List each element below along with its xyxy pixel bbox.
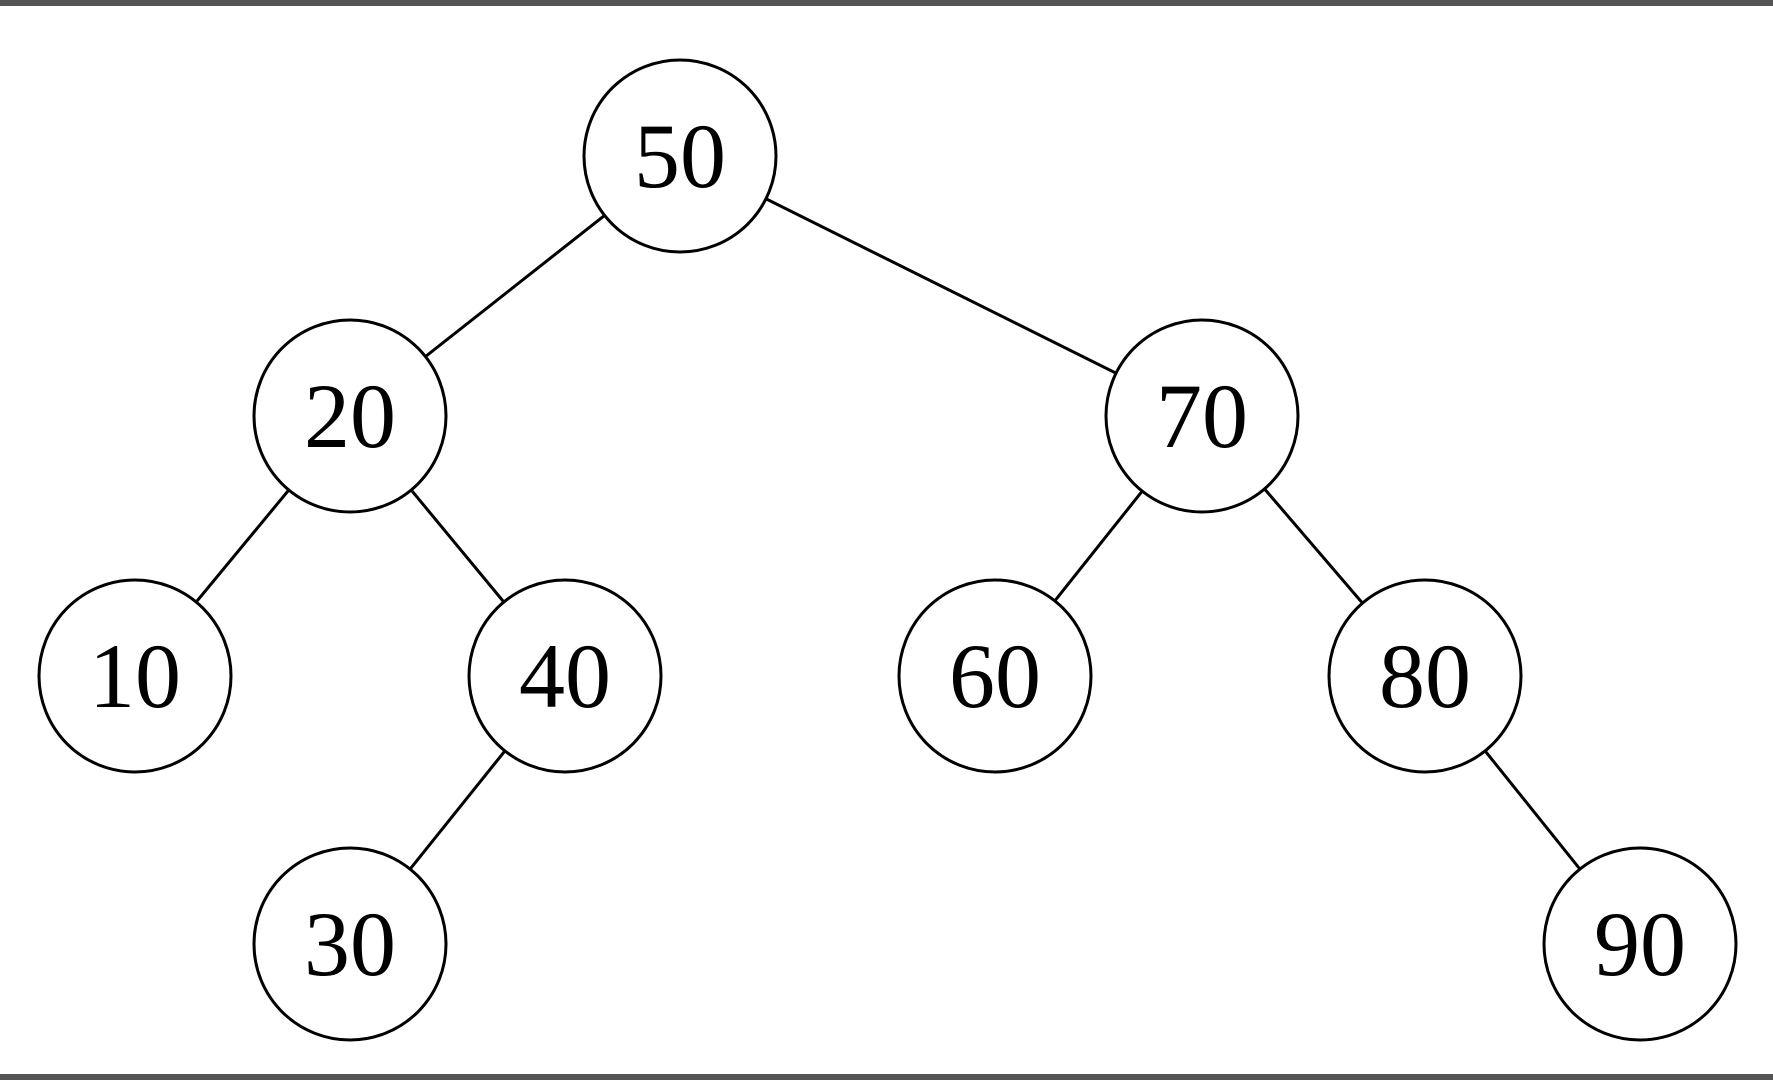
tree-node-10: 10	[37, 578, 233, 774]
tree-node-20: 20	[252, 318, 448, 514]
node-label: 70	[1156, 365, 1248, 467]
nodes-layer: 50 20 70 10 40 60	[37, 58, 1738, 1042]
node-label: 20	[304, 365, 396, 467]
node-circle	[1104, 318, 1300, 514]
node-circle	[897, 578, 1093, 774]
node-circle	[37, 578, 233, 774]
node-circle	[582, 58, 778, 254]
node-label: 40	[519, 625, 611, 727]
tree-node-60: 60	[897, 578, 1093, 774]
node-label: 60	[949, 625, 1041, 727]
node-label: 50	[634, 105, 726, 207]
tree-node-70: 70	[1104, 318, 1300, 514]
node-circle	[467, 578, 663, 774]
tree-node-40: 40	[467, 578, 663, 774]
node-label: 80	[1379, 625, 1471, 727]
node-circle	[1542, 846, 1738, 1042]
node-label: 30	[304, 893, 396, 995]
edges-layer	[133, 154, 1642, 945]
binary-tree-diagram: 50 20 70 10 40 60	[37, 58, 1738, 1042]
node-label: 90	[1594, 893, 1686, 995]
tree-node-50: 50	[582, 58, 778, 254]
node-label: 10	[89, 625, 181, 727]
tree-node-80: 80	[1327, 578, 1523, 774]
node-circle	[252, 318, 448, 514]
tree-node-30: 30	[252, 846, 448, 1042]
tree-node-90: 90	[1542, 846, 1738, 1042]
node-circle	[1327, 578, 1523, 774]
node-circle	[252, 846, 448, 1042]
